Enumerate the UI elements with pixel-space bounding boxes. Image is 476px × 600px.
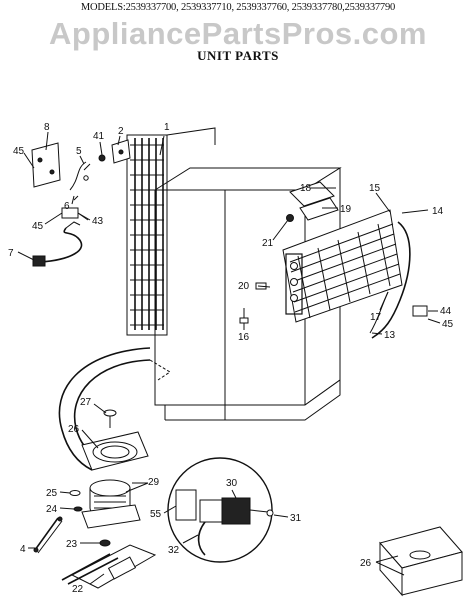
washer-24 — [73, 506, 83, 512]
callout-45-right: 45 — [442, 319, 454, 330]
callout-6: 6 — [64, 201, 70, 212]
compressor — [81, 479, 141, 529]
condenser-coil — [126, 127, 216, 336]
models-list: MODELS:2539337700, 2539337710, 253933776… — [80, 2, 396, 13]
callout-45-left: 45 — [13, 146, 25, 157]
connector-44 — [412, 305, 428, 317]
grommet-27 — [103, 409, 117, 428]
callout-17: 17 — [370, 312, 382, 323]
callout-30: 30 — [226, 478, 238, 489]
callout-32: 32 — [168, 545, 180, 556]
callout-8: 8 — [44, 122, 50, 133]
callout-13: 13 — [384, 330, 396, 341]
callout-25: 25 — [46, 488, 58, 499]
callout-23: 23 — [66, 539, 78, 550]
mounting-bracket-26 — [379, 526, 463, 597]
callout-26-bracket: 26 — [360, 558, 372, 569]
bracket-4 — [33, 516, 63, 554]
callout-19: 19 — [340, 204, 352, 215]
drain-pan — [81, 431, 149, 471]
compressor-base — [61, 544, 157, 589]
callout-14: 14 — [432, 206, 444, 217]
callout-7: 7 — [8, 248, 14, 259]
callout-55: 55 — [150, 509, 162, 520]
relay-detail — [167, 457, 274, 563]
leader-lines — [17, 131, 441, 585]
callout-22: 22 — [72, 584, 84, 595]
callout-16: 16 — [238, 332, 250, 343]
callout-29: 29 — [148, 477, 160, 488]
callout-4: 4 — [20, 544, 26, 555]
wire-harness — [69, 161, 91, 201]
callout-44: 44 — [440, 306, 452, 317]
screw-41 — [98, 154, 106, 162]
power-cord — [32, 221, 83, 267]
callout-43: 43 — [92, 216, 104, 227]
evaporator — [282, 209, 403, 323]
callout-24: 24 — [46, 504, 58, 515]
callout-5: 5 — [76, 146, 82, 157]
callout-20: 20 — [238, 281, 250, 292]
callout-18: 18 — [300, 183, 312, 194]
callout-27: 27 — [80, 397, 92, 408]
grommet-25 — [69, 490, 81, 496]
callout-31: 31 — [290, 513, 302, 524]
callout-2: 2 — [118, 126, 124, 137]
bracket-2 — [111, 139, 131, 164]
callout-26-pan: 26 — [68, 424, 80, 435]
bracket-8 — [31, 142, 61, 188]
callout-21: 21 — [262, 238, 274, 249]
screw-21 — [286, 214, 294, 222]
diagram-title: UNIT PARTS — [197, 48, 279, 63]
callout-1: 1 — [164, 122, 170, 133]
callout-41: 41 — [93, 131, 105, 142]
clip-23 — [99, 539, 111, 547]
callout-45-mid: 45 — [32, 221, 44, 232]
watermark: AppliancePartsPros.com — [49, 16, 427, 51]
callout-15: 15 — [369, 183, 381, 194]
cabinet — [153, 167, 342, 421]
